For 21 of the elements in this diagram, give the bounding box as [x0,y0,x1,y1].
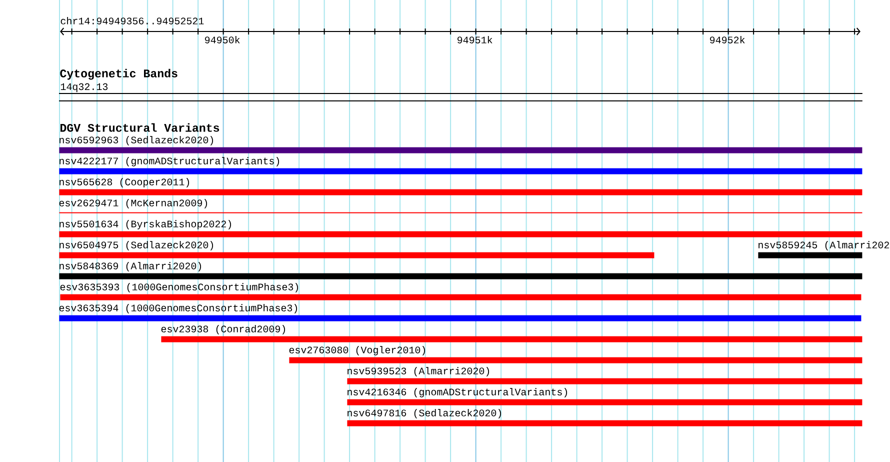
variant-label: nsv6504975 (Sedlazeck2020) [60,241,214,250]
variant-label: nsv5501634 (ByrskaBishop2022) [60,220,232,230]
track-title: DGV Structural Variants [60,123,220,132]
variant-label: nsv565628 (Cooper2011) [60,178,190,188]
variant-label: nsv5859245 (Almarri202 [758,241,889,250]
variant-label: esv23938 (Conrad2009) [161,325,286,334]
location-label: chr14:94949356..94952521 [60,17,204,24]
variant-label: nsv4222177 (gnomADStructuralVariants) [60,157,280,166]
variant-label: nsv5939523 (Almarri2020) [348,367,490,376]
variant-label: nsv6497816 (Sedlazeck2020) [348,409,502,418]
tick-label: 94951k [458,36,492,44]
variant-label: esv3635394 (1000GenomesConsortiumPhase3) [59,304,298,314]
band-label: 14q32.13 [60,83,108,92]
variant-label: nsv6592963 (Sedlazeck2020) [60,136,214,146]
tick-label: 94950k [205,36,240,44]
variant-label: esv2629471 (McKernan2009) [59,199,208,208]
variant-label: nsv4216346 (gnomADStructuralVariants) [348,388,568,398]
tick-label: 94952k [710,36,745,44]
variant-label: esv3635393 (1000GenomesConsortiumPhase3) [60,283,298,292]
variant-label: esv2763080 (Vogler2010) [289,346,426,356]
variant-label: nsv5848369 (Almarri2020) [60,262,202,272]
